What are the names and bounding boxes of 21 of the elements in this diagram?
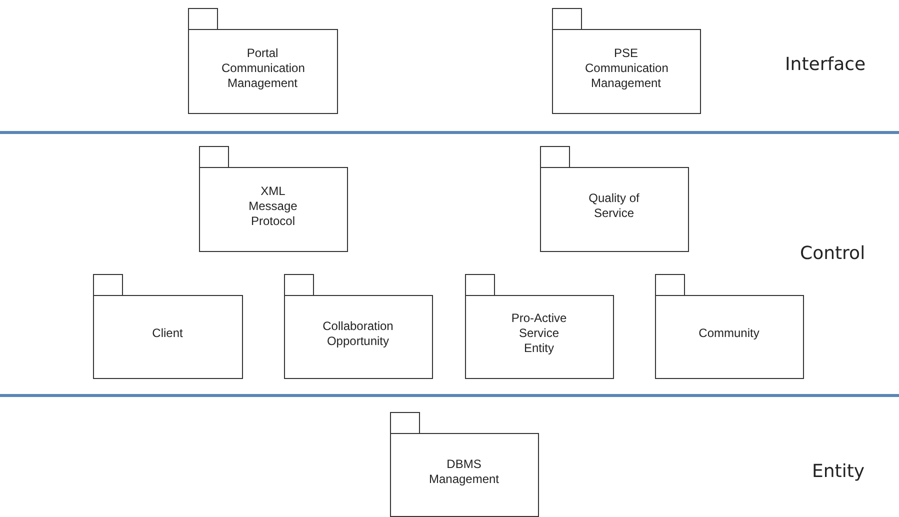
package-box — [188, 8, 338, 114]
package-box — [540, 146, 689, 252]
package-label: DBMS Management — [428, 456, 500, 486]
package-box — [655, 274, 804, 379]
layer-label: Interface — [785, 54, 866, 75]
package-label: Community — [698, 326, 760, 341]
layer-label: Entity — [812, 461, 865, 482]
package-box — [390, 412, 539, 517]
package-label: Portal Communication Management — [222, 46, 304, 90]
package-box — [284, 274, 433, 379]
package-label: Quality of Service — [588, 191, 640, 221]
package-box — [93, 274, 243, 379]
layer-label: Control — [800, 243, 866, 264]
package-label: Collaboration Opportunity — [322, 318, 394, 348]
package-box — [199, 146, 348, 252]
package-label: Client — [151, 326, 184, 341]
package-box — [465, 274, 614, 379]
package-label: PSE Communication Management — [585, 46, 667, 90]
package-label: Pro-Active Service Entity — [510, 311, 568, 356]
package-box — [552, 8, 701, 114]
package-label: XML Message Protocol — [248, 184, 298, 228]
